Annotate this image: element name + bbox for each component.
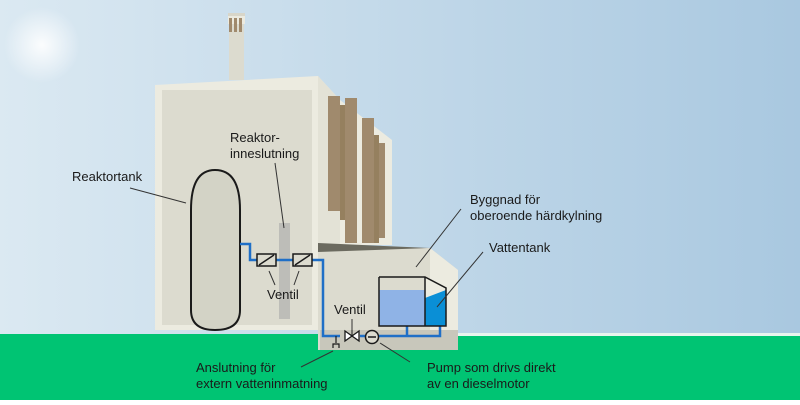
- valve-2-icon: [292, 253, 313, 267]
- reactor-building: [155, 76, 340, 330]
- containment-wall: [279, 223, 290, 319]
- label-valve-lower: Ventil: [334, 302, 366, 317]
- label-valve-upper: Ventil: [267, 287, 299, 302]
- ground-highlight: [455, 333, 800, 336]
- turbine-fins: [328, 96, 392, 245]
- chimney: [228, 13, 245, 80]
- label-external-connection: Anslutning för extern vatteninmatning: [196, 360, 328, 392]
- label-pump-line1: Pump som drivs direkt: [427, 360, 556, 375]
- label-external-connection-line1: Anslutning för: [196, 360, 276, 375]
- pump-icon: [364, 329, 380, 345]
- label-containment-line1: Reaktor-: [230, 130, 280, 145]
- label-external-connection-line2: extern vatteninmatning: [196, 376, 328, 391]
- valve-1-icon: [256, 253, 277, 267]
- water-tank: [378, 276, 447, 327]
- label-cooling-building: Byggnad för oberoende härdkylning: [470, 192, 602, 224]
- leader-reactor-tank: [129, 187, 187, 204]
- label-reactor-tank: Reaktortank: [72, 169, 143, 184]
- label-pump: Pump som drivs direkt av en dieselmotor: [427, 360, 556, 392]
- label-pump-line2: av en dieselmotor: [427, 376, 530, 391]
- leader-cooling-building: [415, 208, 462, 268]
- leader-lines: [129, 162, 484, 368]
- leader-pump: [379, 342, 411, 363]
- leader-valve-2: [293, 270, 300, 286]
- leader-containment: [274, 162, 285, 229]
- label-cooling-building-line1: Byggnad för: [470, 192, 541, 207]
- label-containment-line2: inneslutning: [230, 146, 300, 161]
- leader-valve-1: [268, 270, 276, 286]
- leader-water-tank: [436, 251, 484, 308]
- external-connection-icon: [332, 336, 340, 348]
- leader-external-connection: [300, 350, 334, 368]
- reactor-tank: [190, 168, 241, 332]
- label-water-tank: Vattentank: [489, 240, 551, 255]
- label-containment: Reaktor- inneslutning: [230, 130, 299, 162]
- valve-3-icon: [340, 321, 360, 343]
- sun-icon: [4, 7, 80, 83]
- label-cooling-building-line2: oberoende härdkylning: [470, 208, 603, 223]
